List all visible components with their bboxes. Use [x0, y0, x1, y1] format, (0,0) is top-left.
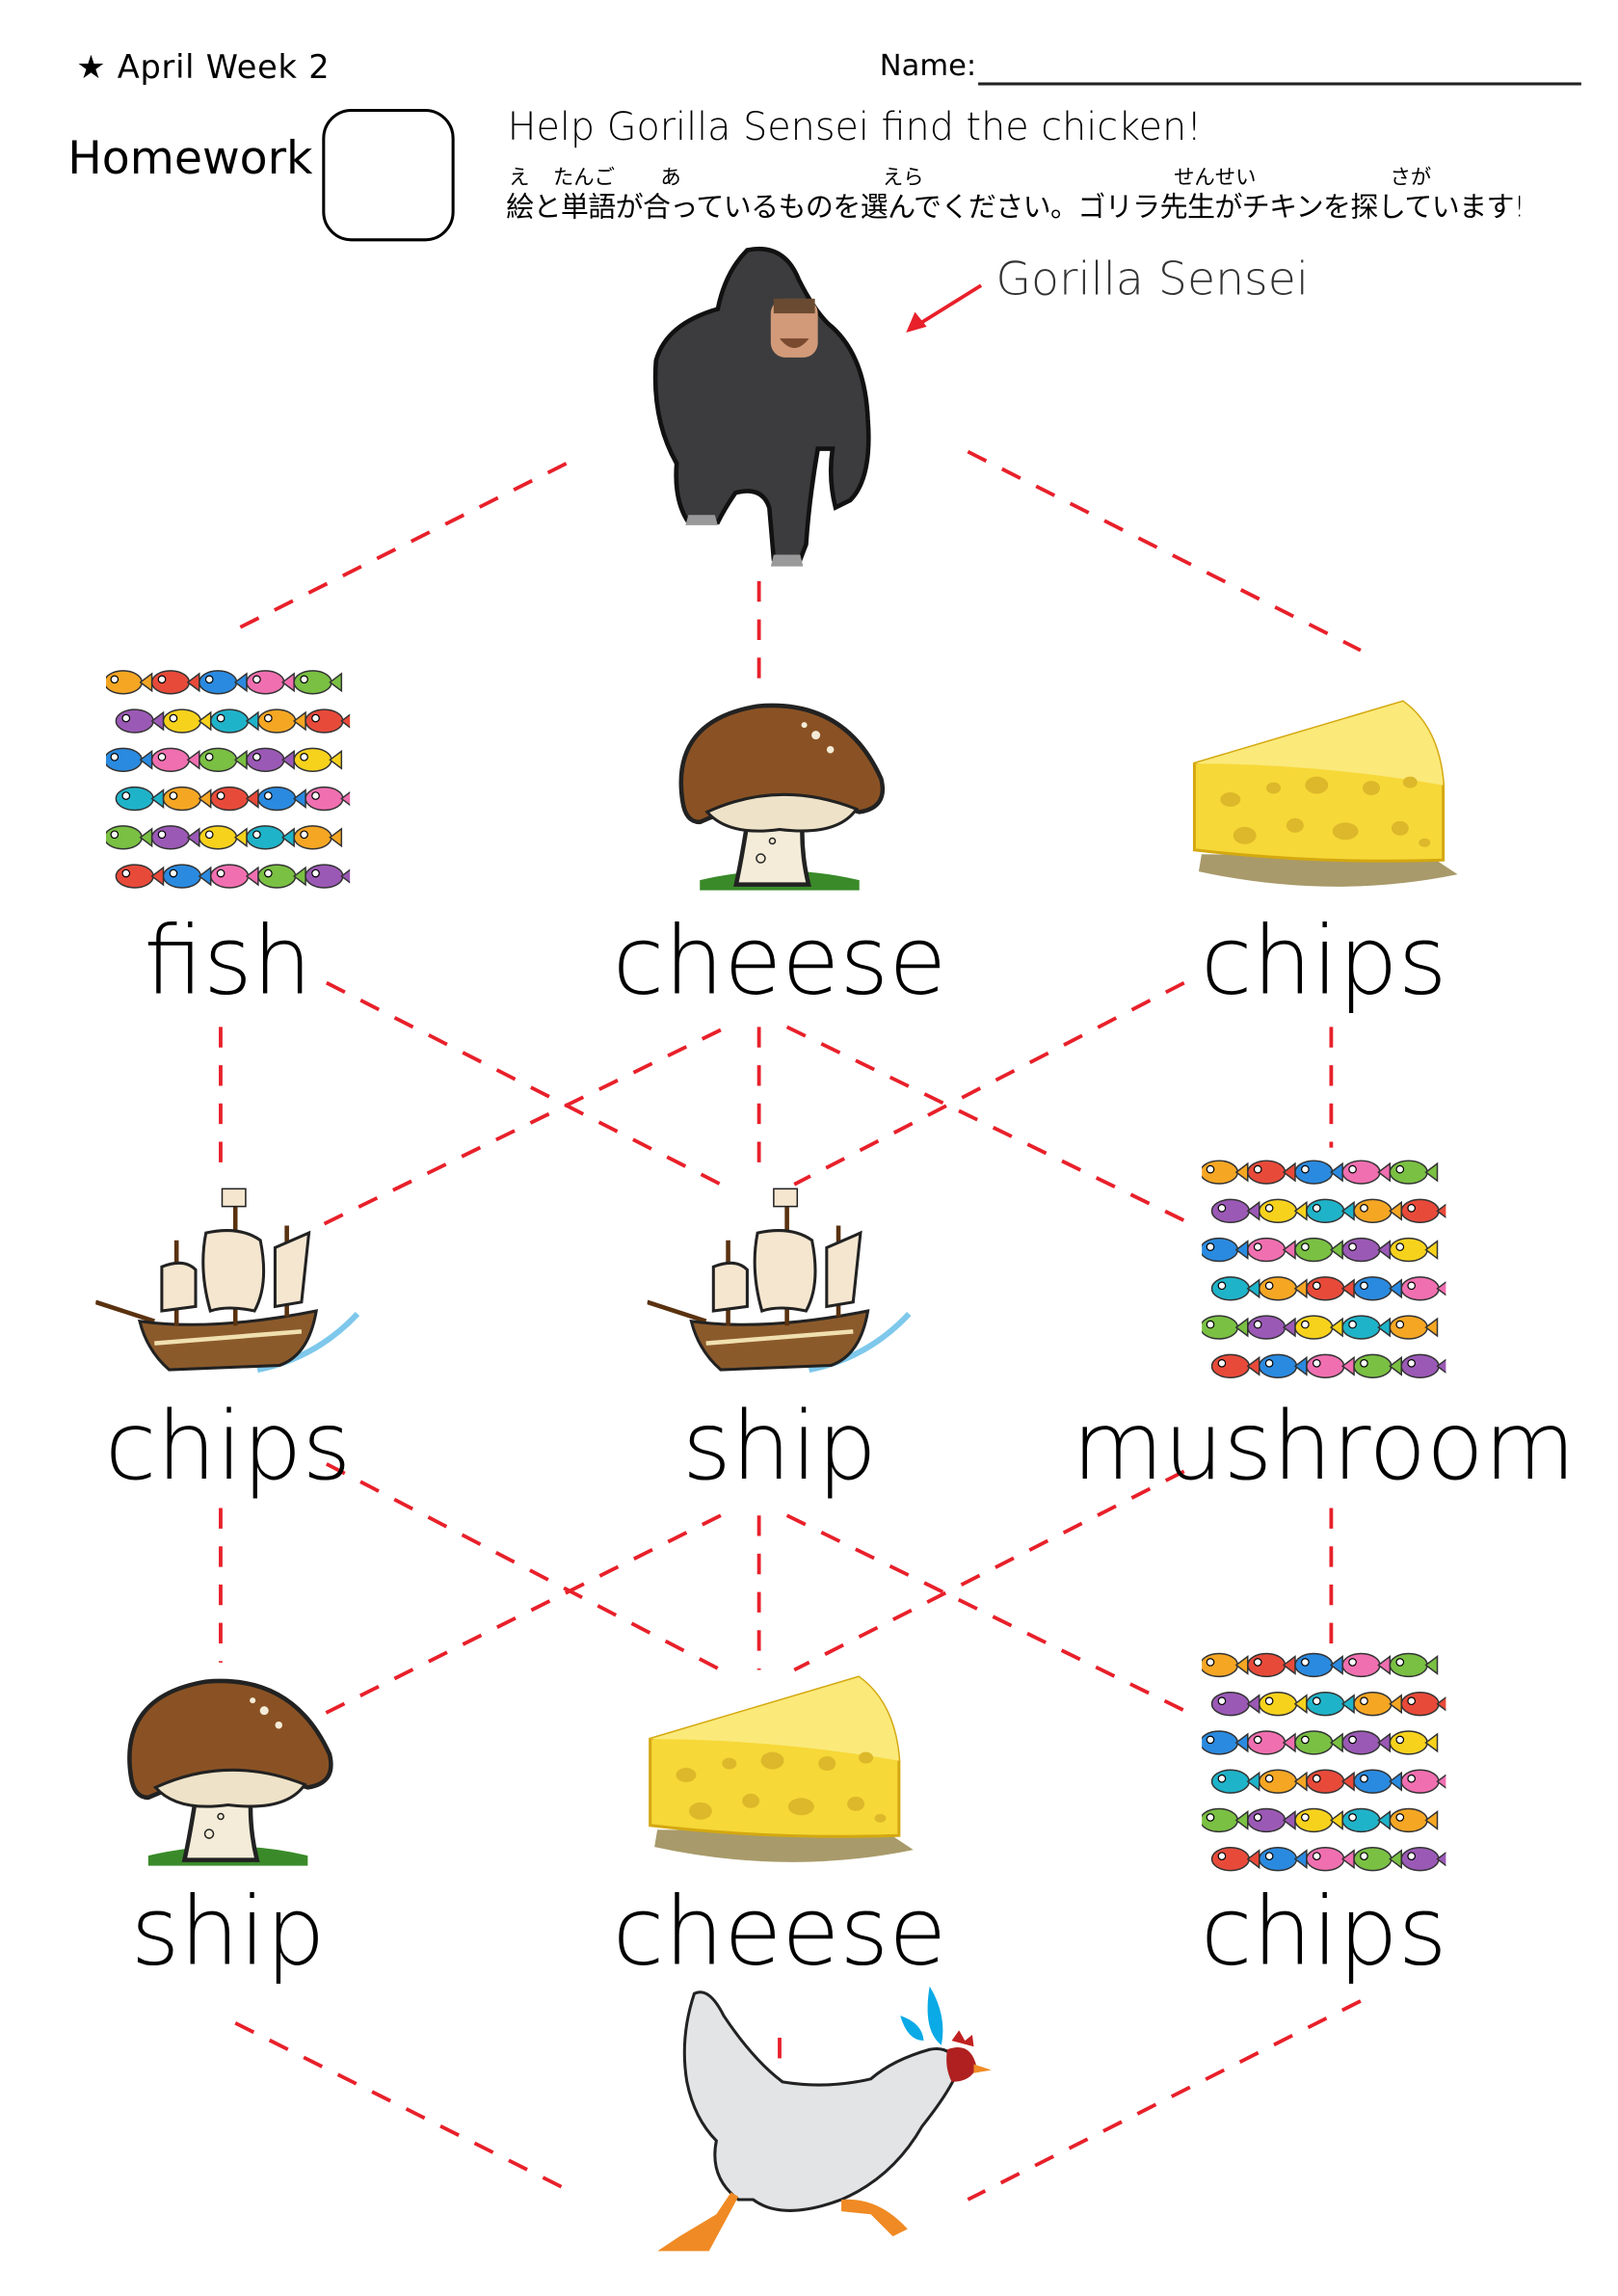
word-label[interactable]: chips: [1200, 907, 1447, 1017]
ship-picture[interactable]: [648, 1182, 913, 1388]
word-label[interactable]: cheese: [612, 1879, 947, 1989]
name-label: Name:: [879, 46, 977, 83]
name-field[interactable]: [978, 82, 1581, 86]
word-label[interactable]: cheese: [612, 907, 947, 1017]
cheese-picture[interactable]: [1185, 699, 1462, 893]
path-segment: [234, 462, 568, 632]
furigana: え: [509, 166, 530, 190]
arrow-icon: [906, 283, 983, 333]
path-segment: [325, 1462, 722, 1672]
word-label[interactable]: mushroom: [1072, 1393, 1577, 1503]
gorilla-sensei-picture: [645, 243, 880, 574]
furigana: えら: [882, 166, 924, 190]
mushroom-picture[interactable]: [119, 1674, 337, 1878]
mushroom-picture[interactable]: [671, 699, 889, 902]
instruction-english: Help Gorilla Sensei find the chicken!: [507, 105, 1203, 150]
fish-picture[interactable]: [1202, 1152, 1446, 1402]
path-segment: [967, 449, 1362, 653]
furigana: たんご: [552, 166, 616, 190]
word-label[interactable]: chips: [1200, 1879, 1447, 1989]
word-label[interactable]: chips: [104, 1393, 352, 1503]
furigana: あ: [660, 166, 681, 190]
word-label[interactable]: fish: [144, 907, 312, 1017]
furigana: さが: [1390, 166, 1432, 190]
cheese-picture[interactable]: [642, 1674, 918, 1868]
fish-picture[interactable]: [106, 662, 350, 912]
fish-picture[interactable]: [1202, 1645, 1446, 1895]
path-segment: [234, 2021, 568, 2191]
gorilla-sensei-label: Gorilla Sensei: [995, 253, 1309, 307]
furigana: せんせい: [1174, 166, 1257, 190]
instruction-japanese: 絵と単語が合っているものを選んでください。ゴリラ先生がチキンを探しています!: [506, 191, 1525, 225]
homework-label: Homework: [67, 132, 313, 186]
chicken-picture: [635, 1957, 1018, 2281]
ship-picture[interactable]: [95, 1182, 360, 1388]
path-segment: [793, 1469, 1185, 1672]
week-label: ★ April Week 2: [76, 50, 330, 87]
word-label[interactable]: ship: [682, 1393, 877, 1503]
week-text: April Week 2: [117, 49, 331, 88]
path-segment: [967, 1999, 1362, 2202]
word-label[interactable]: ship: [130, 1879, 326, 1989]
star-icon: ★: [76, 49, 107, 88]
homework-stamp-box: [322, 108, 455, 242]
